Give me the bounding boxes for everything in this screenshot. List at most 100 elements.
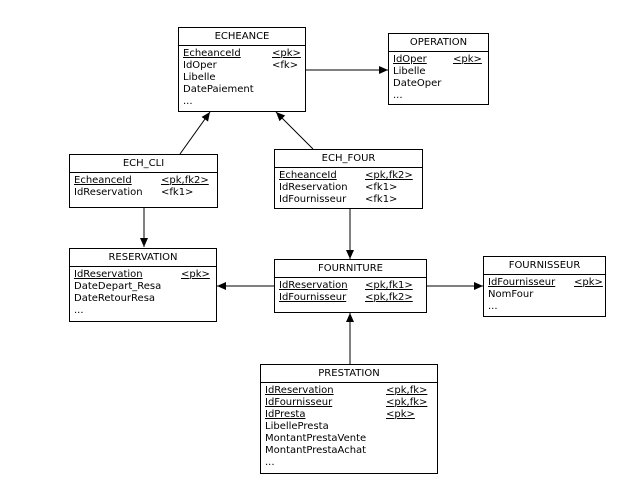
attribute-name: IdOper bbox=[393, 54, 427, 65]
attribute-name: DatePaiement bbox=[183, 84, 254, 95]
attribute-key-tag: <fk1> bbox=[161, 187, 194, 198]
attribute-row: MontantPrestaVente bbox=[265, 433, 437, 445]
attribute-name: DateDepart_Resa bbox=[74, 281, 162, 292]
entity-attributes: IdOper <pk> Libelle DateOper ... bbox=[389, 52, 488, 102]
attribute-name: IdFournisseur bbox=[279, 194, 347, 205]
attribute-name: ... bbox=[183, 96, 193, 107]
attribute-row: IdFournisseur <fk1> bbox=[279, 194, 422, 206]
entity-reservation[interactable]: RESERVATION IdReservation <pk> DateDepart… bbox=[69, 248, 217, 322]
entity-fournisseur[interactable]: FOURNISSEUR IdFournisseur <pk> NomFour ..… bbox=[483, 256, 606, 317]
attribute-name: ... bbox=[393, 90, 403, 101]
entity-operation[interactable]: OPERATION IdOper <pk> Libelle DateOper ..… bbox=[388, 33, 489, 105]
attribute-row: EcheanceId <pk,fk2> bbox=[74, 175, 217, 187]
attribute-name: EcheanceId bbox=[183, 48, 241, 59]
attribute-row: IdReservation <pk> bbox=[74, 269, 216, 281]
attribute-key-tag: <pk,fk1> bbox=[365, 280, 413, 291]
attribute-row: IdFournisseur <pk> bbox=[488, 277, 605, 289]
attribute-name: LibellePresta bbox=[265, 421, 329, 432]
entity-title: FOURNITURE bbox=[275, 260, 426, 278]
attribute-name: MontantPrestaAchat bbox=[265, 445, 367, 456]
link-echfour-echeance bbox=[275, 111, 314, 150]
attribute-row: ... bbox=[488, 301, 605, 313]
attribute-name: IdReservation bbox=[74, 269, 143, 280]
attribute-row: EcheanceId <pk> bbox=[183, 48, 305, 60]
attribute-name: EcheanceId bbox=[74, 175, 132, 186]
attribute-name: DateOper bbox=[393, 78, 442, 89]
attribute-name: Libelle bbox=[183, 72, 216, 83]
attribute-key-tag: <pk> bbox=[181, 269, 210, 280]
attribute-name: EcheanceId bbox=[279, 170, 337, 181]
entity-title: FOURNISSEUR bbox=[484, 257, 605, 275]
attribute-name: ... bbox=[74, 305, 84, 316]
attribute-row: DateRetourResa bbox=[74, 293, 216, 305]
entity-fourniture[interactable]: FOURNITURE IdReservation <pk,fk1> IdFourn… bbox=[274, 259, 427, 313]
attribute-key-tag: <fk1> bbox=[365, 194, 398, 205]
link-echcli-echeance bbox=[179, 111, 211, 155]
attribute-row: ... bbox=[393, 90, 488, 102]
attribute-name: IdFournisseur bbox=[265, 397, 333, 408]
attribute-name: IdFournisseur bbox=[279, 292, 347, 303]
entity-title: RESERVATION bbox=[70, 249, 216, 267]
entity-echeance[interactable]: ECHEANCE EcheanceId <pk> IdOper<fk> Libel… bbox=[178, 27, 306, 112]
attribute-row: IdFournisseur <pk,fk> bbox=[265, 397, 437, 409]
attribute-row: IdReservation <pk,fk1> bbox=[279, 280, 426, 292]
attribute-row: IdOper<fk> bbox=[183, 60, 305, 72]
entity-attributes: IdFournisseur <pk> NomFour ... bbox=[484, 275, 605, 313]
attribute-row: DateDepart_Resa bbox=[74, 281, 216, 293]
attribute-row: ... bbox=[74, 305, 216, 317]
entity-title: ECH_FOUR bbox=[275, 150, 422, 168]
entity-attributes: EcheanceId <pk> IdOper<fk> Libelle DatePa… bbox=[179, 46, 305, 108]
attribute-key-tag: <fk1> bbox=[365, 182, 398, 193]
attribute-name: IdReservation bbox=[279, 182, 348, 193]
attribute-row: MontantPrestaAchat bbox=[265, 445, 437, 457]
entity-attributes: IdReservation <pk,fk1> IdFournisseur <pk,f… bbox=[275, 278, 426, 304]
attribute-key-tag: <pk,fk2> bbox=[365, 170, 413, 181]
entity-attributes: IdReservation <pk> DateDepart_Resa DateRe… bbox=[70, 267, 216, 317]
attribute-name: IdFournisseur bbox=[488, 277, 556, 288]
attribute-name: ... bbox=[488, 301, 498, 312]
attribute-row: IdReservation<pk,fk> bbox=[265, 385, 437, 397]
attribute-row: DateOper bbox=[393, 78, 488, 90]
attribute-key-tag: <fk> bbox=[272, 60, 299, 71]
attribute-row: IdPresta <pk> bbox=[265, 409, 437, 421]
attribute-key-tag: <pk> bbox=[453, 54, 482, 65]
attribute-row: IdFournisseur <pk,fk2> bbox=[279, 292, 426, 304]
attribute-key-tag: <pk> bbox=[272, 48, 301, 59]
attribute-name: IdReservation bbox=[74, 187, 143, 198]
attribute-key-tag: <pk,fk> bbox=[386, 385, 428, 396]
attribute-row: EcheanceId <pk,fk2> bbox=[279, 170, 422, 182]
attribute-name: NomFour bbox=[488, 289, 534, 300]
entity-attributes: IdReservation<pk,fk> IdFournisseur <pk,fk… bbox=[261, 383, 437, 469]
entity-ech-cli[interactable]: ECH_CLI EcheanceId <pk,fk2> IdReservation… bbox=[69, 154, 218, 208]
entity-title: ECHEANCE bbox=[179, 28, 305, 46]
attribute-name: Libelle bbox=[393, 66, 426, 77]
attribute-name: IdPresta bbox=[265, 409, 306, 420]
attribute-row: IdReservation <fk1> bbox=[279, 182, 422, 194]
entity-title: OPERATION bbox=[389, 34, 488, 52]
attribute-key-tag: <pk,fk> bbox=[386, 397, 428, 408]
attribute-row: ... bbox=[265, 457, 437, 469]
attribute-row: IdReservation <fk1> bbox=[74, 187, 217, 199]
attribute-row: NomFour bbox=[488, 289, 605, 301]
attribute-row: Libelle bbox=[393, 66, 488, 78]
attribute-key-tag: <pk> bbox=[386, 409, 415, 420]
entity-prestation[interactable]: PRESTATION IdReservation<pk,fk> IdFourni… bbox=[260, 364, 438, 474]
attribute-row: IdOper <pk> bbox=[393, 54, 488, 66]
entity-attributes: EcheanceId <pk,fk2> IdReservation <fk1> Id… bbox=[275, 168, 422, 206]
attribute-row: Libelle bbox=[183, 72, 305, 84]
attribute-name: DateRetourResa bbox=[74, 293, 156, 304]
attribute-name: IdReservation bbox=[279, 280, 348, 291]
attribute-row: LibellePresta bbox=[265, 421, 437, 433]
attribute-key-tag: <pk,fk2> bbox=[365, 292, 413, 303]
attribute-name: MontantPrestaVente bbox=[265, 433, 367, 444]
entity-ech-four[interactable]: ECH_FOUR EcheanceId <pk,fk2> IdReservatio… bbox=[274, 149, 423, 209]
attribute-key-tag: <pk,fk2> bbox=[161, 175, 209, 186]
entity-title: ECH_CLI bbox=[70, 155, 217, 173]
attribute-key-tag: <pk> bbox=[574, 277, 603, 288]
attribute-row: ... bbox=[183, 96, 305, 108]
attribute-row: DatePaiement bbox=[183, 84, 305, 96]
entity-title: PRESTATION bbox=[261, 365, 437, 383]
entity-attributes: EcheanceId <pk,fk2> IdReservation <fk1> bbox=[70, 173, 217, 199]
